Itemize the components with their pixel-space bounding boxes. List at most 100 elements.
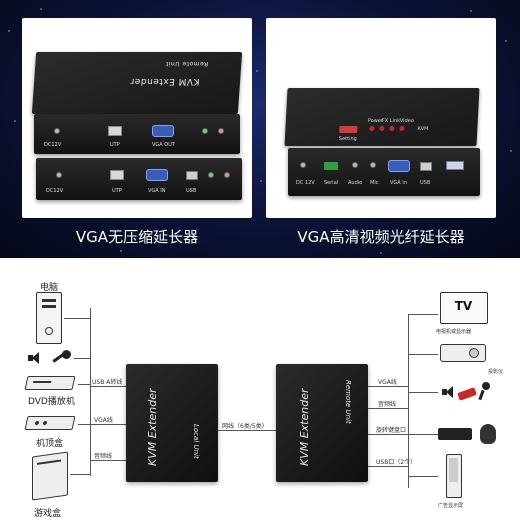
power-jack-icon [56,172,62,178]
pc-link-line [64,318,90,319]
serial-terminal-icon [324,162,338,170]
out-audio-line [368,408,408,409]
fiber-top-unit: Setting Power FX Link Video KVM [284,88,480,146]
dvd-link-line [78,384,90,385]
speaker-icon [28,352,40,364]
game-box-label: 游戏盒 [34,509,62,519]
out-vga-line [368,386,408,387]
port-label: DC 12V [296,180,315,186]
set-top-box-label: 机顶盒 [36,439,64,449]
product-banner: Remote Unit KVM Extender DC12V UTP VGA O… [0,0,520,258]
fx-label: FX [381,118,389,124]
local-unit-title: KVM Extender [146,388,159,466]
vga-extender-caption: VGA无压缩延长器 [75,228,199,246]
network-cable-label: 网线（6类/5类） [222,423,268,430]
tv-link-line [408,314,438,315]
rj45-port-icon [110,170,124,180]
out-vga-label: VGA线 [378,379,397,386]
pc-label: 电脑 [40,283,59,293]
speaker-icon [442,386,454,398]
set-top-box-icon [24,416,76,430]
video-label: Video [399,118,414,124]
local-unit-box: KVM Extender Local Unit [126,364,218,482]
connection-diagram: 电脑 DVD播放机 机顶盒 游戏盒 USB A转线 VGA线 音频线 KVM E… [0,258,520,520]
power-jack-icon [54,128,60,134]
out-audio-label: 音频线 [378,401,397,408]
projector-label: 投影仪 [488,369,504,375]
local-unit-sub: Local Unit [192,424,200,459]
fiber-sfp-port-icon [446,161,464,170]
link-led-icon [389,126,395,131]
tv-icon: TV [440,292,488,324]
out-usb-line [368,466,408,467]
dip-switch-icon [339,126,358,133]
vga-port-icon [152,125,174,137]
ad-kiosk-icon [446,454,462,498]
remote-unit-box: Remote Unit KVM Extender [31,52,243,114]
keyboard-icon [438,428,472,440]
mouse-icon [480,424,496,444]
game-console-icon [32,451,68,501]
port-label: DC12V [44,142,62,148]
dvd-label: DVD播放机 [28,397,75,407]
vga-cable-line [90,424,126,425]
power-jack-icon [300,162,306,168]
port-label: Serial [324,180,339,186]
kvm-extender-silk: KVM Extender [129,76,200,86]
vga-extender-photo: Remote Unit KVM Extender DC12V UTP VGA O… [22,18,252,218]
audio-cable-label: 音频线 [94,453,113,460]
usb-port-icon [420,162,432,171]
mic-jack-icon [218,128,224,134]
port-label: USB [420,180,431,186]
audio-jack-icon [208,172,214,178]
usb-cable-label: USB A转线 [92,379,123,386]
game-link-line [70,474,90,475]
mic-jack-icon [224,172,230,178]
right-bus-line [408,314,409,488]
keyboard-link-line [408,434,438,435]
usb-port-icon [186,171,198,180]
port-label: VGA in [390,180,407,186]
remote-unit-silk: Remote Unit [165,60,209,67]
network-cable-line [218,430,276,431]
port-label: Audio [348,180,363,186]
port-label: USB [186,188,197,194]
headset-icon [457,387,477,401]
local-unit-front: DC12V UTP VGA IN USB [36,158,242,200]
vga-port-icon [146,169,168,181]
dvd-player-icon [24,376,76,390]
out-usb-label: USB口（2个） [376,459,417,466]
microphone-icon [50,350,72,364]
tv-screen-text: TV [454,299,473,313]
audio-link-line [74,358,90,359]
audio-cable-line [90,460,126,461]
setting-label: Setting [338,136,357,142]
port-label: VGA IN [148,188,166,194]
audio-jack-icon [202,128,208,134]
audio-jack-icon [352,162,358,168]
out-keyboard-label: 旋转键盘口 [376,427,407,434]
video-led-icon [399,126,405,131]
remote-unit-front: DC12V UTP VGA OUT [34,114,240,154]
projector-icon [440,344,486,362]
stb-link-line [78,424,90,425]
mic-jack-icon [370,162,376,168]
remote-unit-box: KVM Extender Remote Unit [276,364,368,482]
pc-tower-icon [36,292,62,344]
port-label: UTP [112,188,122,194]
port-label: UTP [110,142,120,148]
kiosk-link-line [408,476,438,477]
rj45-port-icon [108,126,122,136]
fiber-bottom-unit: DC 12V Serial Audio Mic VGA in USB [288,148,480,196]
usb-cable-line [90,386,126,387]
fiber-extender-photo: Setting Power FX Link Video KVM DC 12V S… [266,18,496,218]
star-field [0,0,520,258]
microphone-icon [478,382,492,401]
port-label: Mic [370,180,379,186]
port-label: VGA OUT [152,142,175,148]
power-led-icon [369,126,375,131]
remote-unit-sub: Remote Unit [344,380,352,424]
ad-display-label: 广告显示屏 [438,503,464,509]
remote-unit-title: KVM Extender [298,388,311,466]
tv-label: 电视机或显示器 [436,329,472,335]
